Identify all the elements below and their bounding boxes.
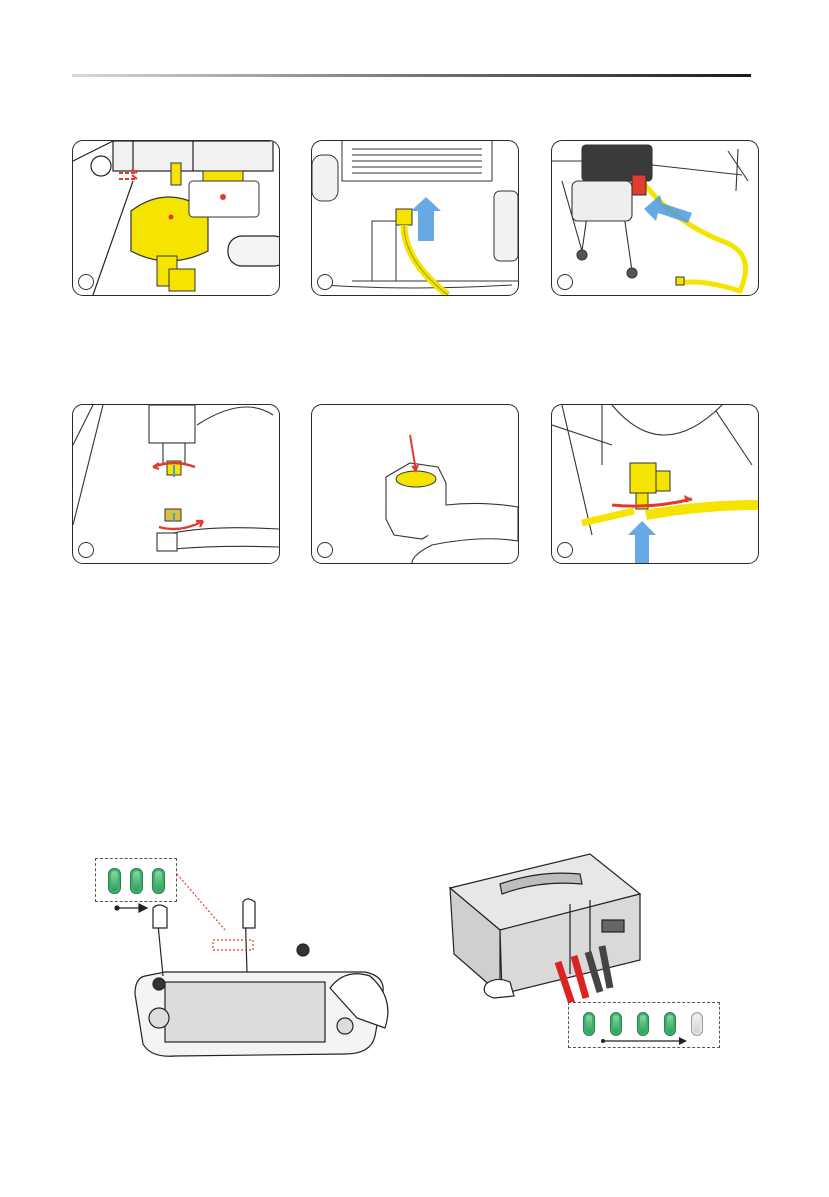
step-number-circle (557, 274, 573, 290)
battery-progress-arrow-icon (569, 1003, 719, 1047)
step-panel-remove-plug (72, 404, 280, 564)
step-panel-drone-hose (551, 140, 759, 296)
step-panel-tighten-hose (551, 404, 759, 564)
remote-controller-figure (95, 858, 395, 1058)
unscrew-cap-illustration (73, 405, 279, 563)
step-panel-check-seal (311, 404, 519, 564)
step-number-circle (317, 542, 333, 558)
battery-led-indicator-box (568, 1002, 720, 1048)
drone-with-hose-illustration (552, 141, 758, 295)
hex-nut-seal-illustration (312, 405, 518, 563)
step-number-circle (78, 542, 94, 558)
step-number-circle (317, 274, 333, 290)
remote-controller-illustration (95, 858, 395, 1058)
hose-arrow-up-illustration (312, 141, 518, 295)
tighten-hose-illustration (552, 405, 758, 563)
step-panel-hose-underside (311, 140, 519, 296)
spray-tank-illustration (73, 141, 279, 295)
battery-station-figure (440, 844, 740, 1050)
step-number-circle (557, 542, 573, 558)
step-panel-tank-valve (72, 140, 280, 296)
step-number-circle (78, 274, 94, 290)
header-rule (72, 74, 751, 77)
